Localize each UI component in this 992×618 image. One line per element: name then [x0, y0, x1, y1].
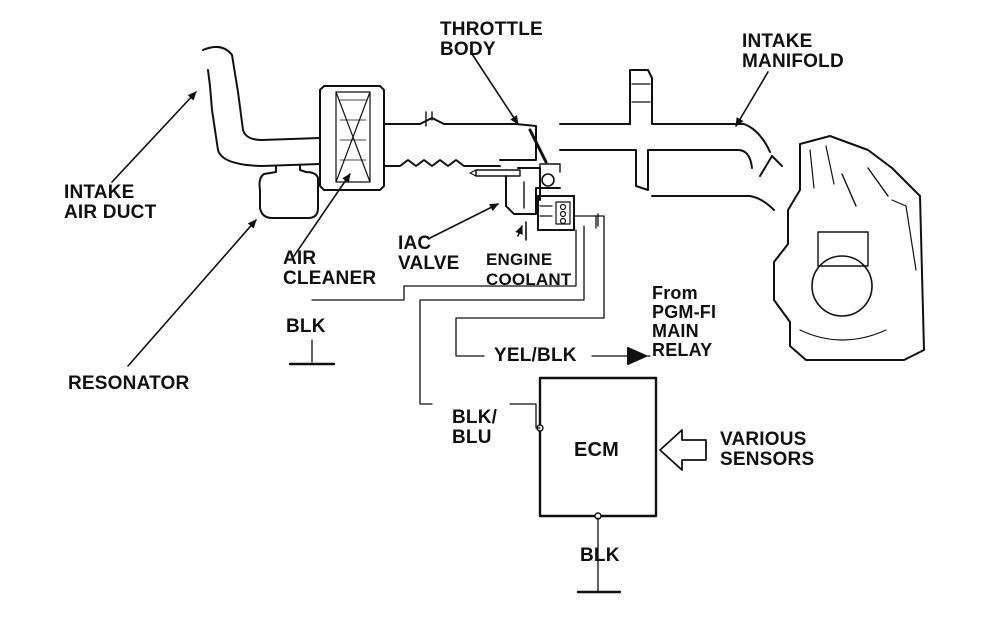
ground-symbol-bottom [576, 571, 622, 594]
from-relay-label-line1: From [652, 283, 698, 303]
intake-manifold-label-line1: INTAKE [742, 31, 813, 52]
iac-valve-label-line1: IAC [398, 233, 432, 254]
air-cleaner [319, 85, 385, 191]
throttle-body-label-line2: BODY [440, 39, 496, 60]
engine-coolant-label-line1: ENGINE [486, 250, 553, 269]
intake-manifold-label: INTAKE MANIFOLD [742, 32, 844, 72]
blk-label-top: BLK [286, 316, 326, 337]
wiring [311, 213, 651, 573]
relay-arrow [627, 347, 647, 365]
blk-blu-label: BLK/ BLU [452, 408, 497, 448]
from-relay-label-line4: RELAY [652, 340, 713, 360]
intake-air-duct [202, 45, 321, 167]
sensors-arrow [659, 429, 707, 471]
intake-duct [383, 111, 517, 167]
from-relay-label: From PGM-FI MAIN RELAY [652, 284, 716, 360]
air-cleaner-label-line1: AIR [283, 248, 317, 269]
coolant-connector [525, 195, 575, 241]
blk-blu-label-line2: BLU [452, 427, 492, 448]
from-relay-label-line3: MAIN [652, 321, 699, 341]
air-cleaner-label: AIR CLEANER [283, 249, 376, 289]
leader-arrows [111, 53, 769, 367]
intake-manifold-body [559, 69, 783, 211]
yel-blk-label: YEL/BLK [494, 345, 577, 366]
engine-coolant-label-line2: COOLANT [486, 270, 572, 289]
air-cleaner-label-line2: CLEANER [283, 268, 377, 289]
intake-manifold-label-line2: MANIFOLD [742, 51, 844, 72]
engine [773, 135, 925, 361]
various-sensors-label-line2: SENSORS [720, 449, 815, 470]
intake-air-duct-label: INTAKE AIR DUCT [64, 183, 156, 223]
intake-air-duct-label-line1: INTAKE [64, 182, 135, 203]
blk-blu-label-line1: BLK/ [452, 407, 498, 428]
iac-valve-label-line2: VALVE [398, 253, 460, 274]
resonator-label: RESONATOR [68, 373, 190, 394]
ecm-label: ECM [574, 439, 620, 461]
iac-valve-label: IAC VALVE [398, 234, 460, 274]
from-relay-label-line2: PGM-FI [652, 302, 717, 322]
throttle-body-label-line1: THROTTLE [440, 19, 543, 40]
various-sensors-label: VARIOUS SENSORS [720, 430, 814, 470]
resonator [258, 165, 319, 219]
throttle-body-label: THROTTLE BODY [440, 20, 543, 60]
intake-air-duct-label-line2: AIR DUCT [64, 202, 157, 223]
blk-label-bottom: BLK [580, 545, 620, 566]
engine-coolant-label: ENGINE COOLANT [486, 250, 571, 290]
iac-valve [469, 163, 561, 215]
various-sensors-label-line1: VARIOUS [720, 429, 807, 450]
